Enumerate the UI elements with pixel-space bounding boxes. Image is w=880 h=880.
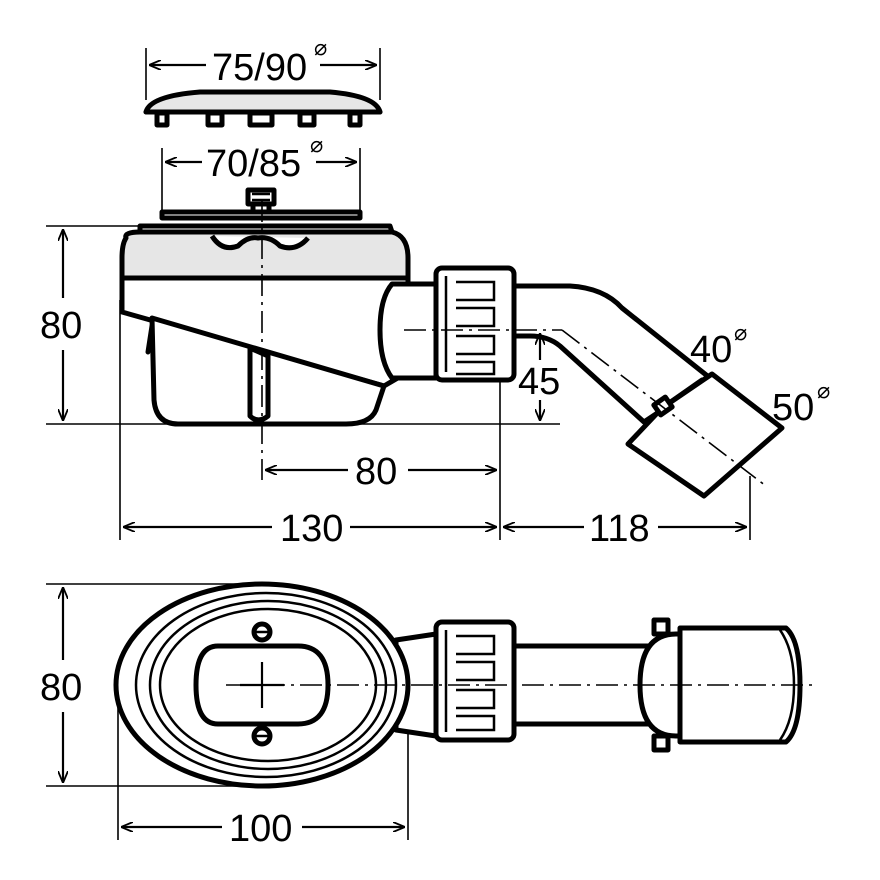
cover-plate [143,89,383,128]
top-width-label: 80 [40,667,82,709]
cover-diameter-label: 75/90 [212,47,307,89]
top-length-label: 100 [229,808,292,850]
side-centerlines [261,200,767,487]
dim-outlet-height: 45 [518,334,560,420]
dim-axis-offset: 80 [266,451,496,493]
union-nut-top [393,619,517,743]
dim-outlet-length: 118 [504,508,746,550]
union-nut-side [433,265,517,383]
trap-body-top [113,581,411,789]
dim-grate-diameter: 70/85 ⌀ [161,133,361,210]
outlet-inner-diameter-label: 40 [690,329,732,371]
side-extension-lines [46,225,751,540]
diameter-symbol: ⌀ [817,379,830,404]
trap-body [119,223,439,427]
axis-offset-label: 80 [355,451,397,493]
grate-with-screw [159,187,363,221]
grate-diameter-label: 70/85 [206,143,301,185]
top-view: 80 100 [40,581,812,850]
diameter-symbol: ⌀ [310,133,323,158]
dim-cover-diameter: 75/90 ⌀ [145,36,381,100]
dim-top-length: 100 [122,808,404,850]
dim-outlet-diameters: 40 ⌀ 50 ⌀ [690,321,830,429]
outlet-height-label: 45 [518,361,560,403]
dim-top-width: 80 [40,588,82,782]
side-view: 75/90 ⌀ 70/85 ⌀ [40,36,830,550]
outlet-length-label: 118 [589,508,650,550]
diameter-symbol: ⌀ [314,36,327,61]
outlet-outer-diameter-label: 50 [772,387,814,429]
body-length-label: 130 [280,508,343,550]
diameter-symbol: ⌀ [734,321,747,346]
dim-height: 80 [40,230,82,420]
height-label: 80 [40,305,82,347]
dim-body-length: 130 [124,508,496,550]
